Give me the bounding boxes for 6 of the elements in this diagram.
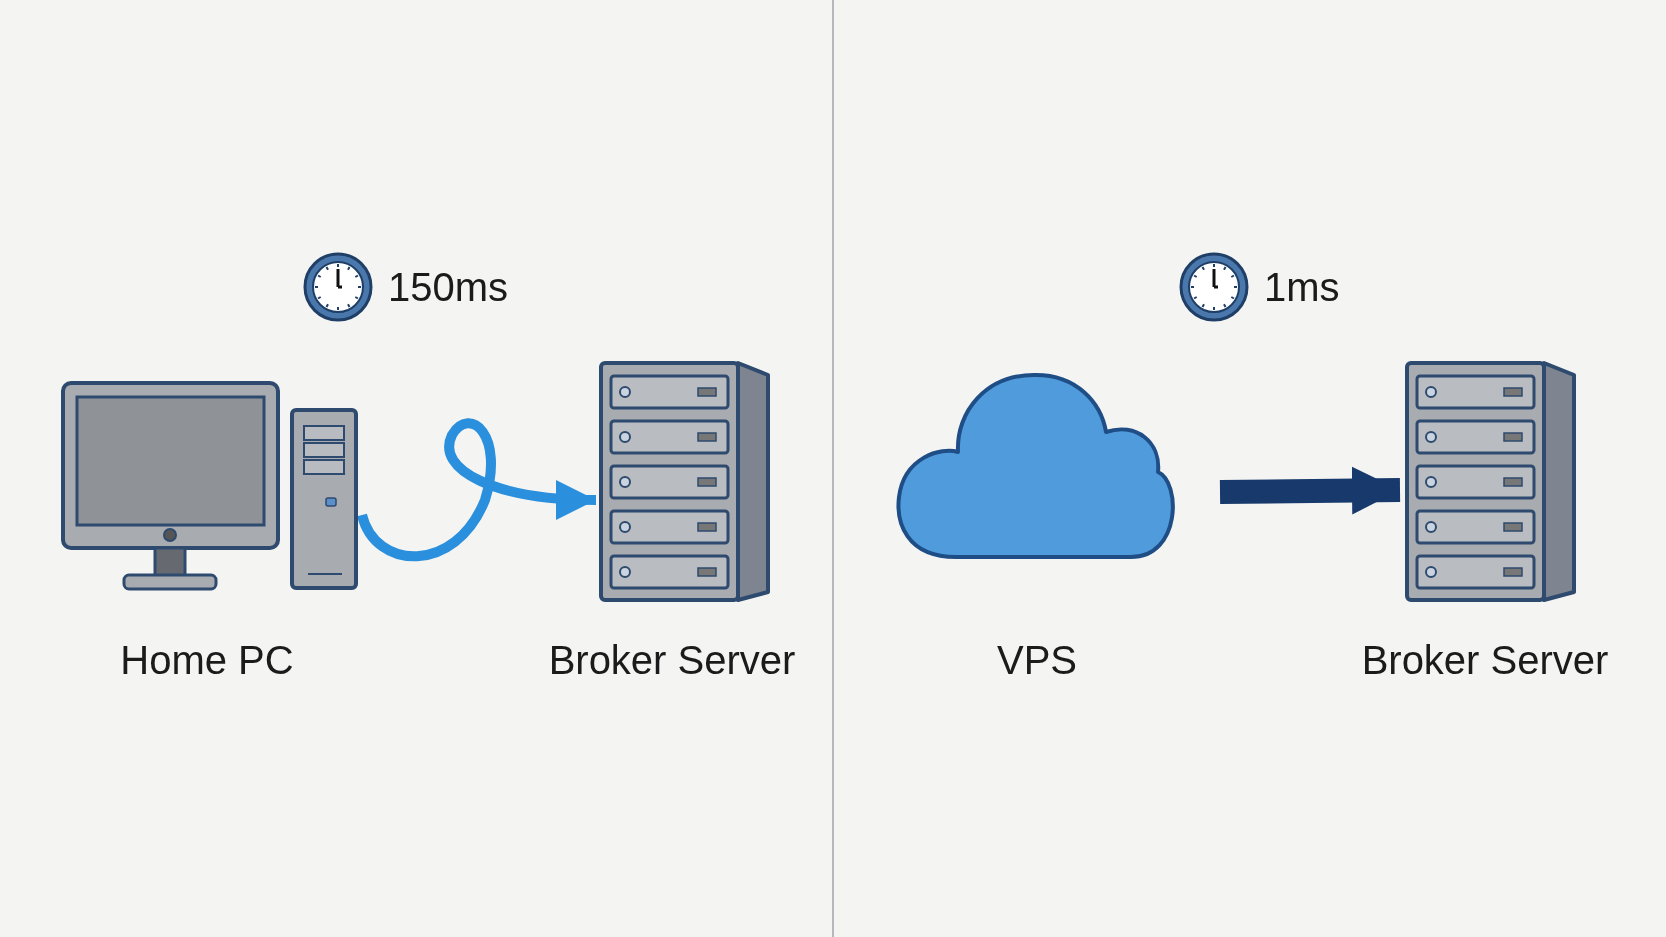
node-label: Broker Server — [548, 638, 796, 683]
node-label: VPS — [997, 638, 1077, 683]
arrow — [1219, 466, 1401, 515]
arrow — [357, 418, 597, 562]
node-label: Home PC — [120, 638, 294, 683]
node-label: Broker Server — [1361, 638, 1609, 683]
